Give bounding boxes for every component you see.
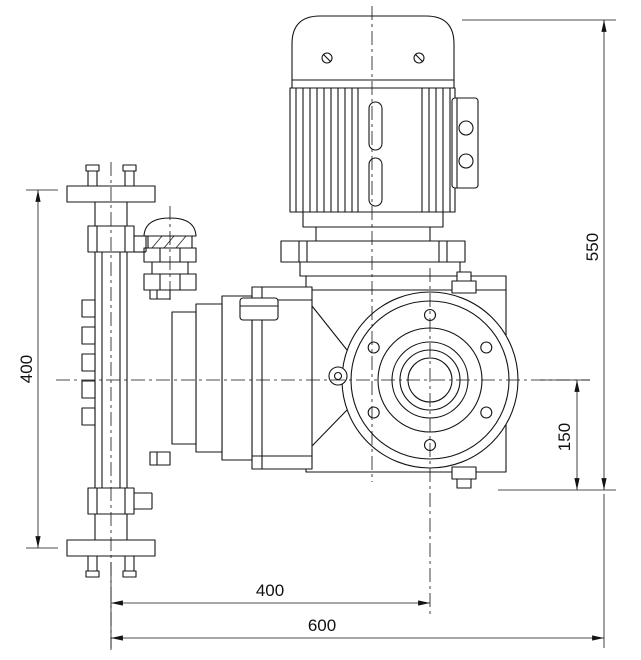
bottom-flange-stud-right bbox=[124, 555, 135, 572]
dim-label-axis-offset: 400 bbox=[256, 581, 284, 600]
pipe-clamp-tab-4 bbox=[81, 380, 96, 399]
motor-vent-slot-bottom bbox=[368, 157, 383, 207]
dimension-left-height: 400 bbox=[17, 189, 58, 549]
terminal-box bbox=[451, 97, 479, 189]
dimensions: 400 550 150 400 600 bbox=[17, 19, 616, 648]
motor-adapter-plate bbox=[299, 261, 461, 277]
terminal-box-bolt-top bbox=[458, 120, 474, 136]
motor bbox=[280, 15, 479, 277]
flange-clamp-bolt-bottom-head bbox=[456, 478, 472, 489]
dosing-head bbox=[149, 285, 313, 470]
top-flange-stud-left bbox=[87, 170, 98, 187]
pipe-clamp-tab-2 bbox=[81, 326, 96, 345]
bottom-flange-stud-head-right bbox=[122, 570, 137, 578]
dim-label-axis-height: 150 bbox=[555, 423, 574, 451]
top-flange-stud-right bbox=[124, 170, 135, 187]
bottom-flange-stud-left bbox=[87, 555, 98, 572]
motor-base-lower bbox=[315, 226, 431, 242]
dim-label-left-height: 400 bbox=[17, 355, 36, 383]
head-plate-2 bbox=[195, 303, 223, 453]
dimension-overall-width: 600 bbox=[111, 494, 605, 648]
housing-top-plug bbox=[239, 297, 279, 321]
bottom-flange-stud-head-left bbox=[85, 570, 100, 578]
motor-mounting-plate bbox=[280, 240, 466, 263]
pipe-clamp-tab-1 bbox=[81, 299, 96, 318]
head-tie-rod-nut-bottom bbox=[149, 451, 171, 466]
top-flange-stud-head-right bbox=[122, 164, 137, 172]
pipe-clamp-tab-5 bbox=[81, 407, 96, 426]
flange-clamp-bolt-bottom bbox=[451, 466, 477, 480]
suction-valve-assembly bbox=[143, 217, 197, 291]
pipe-clamp-tab-3 bbox=[81, 353, 96, 372]
motor-fan-cover bbox=[291, 15, 455, 89]
head-plate-1 bbox=[221, 295, 253, 461]
flange-bolts bbox=[367, 308, 493, 452]
dimension-overall-height: 550 bbox=[462, 19, 616, 491]
terminal-box-bolt-bottom bbox=[458, 153, 474, 169]
fan-cover-screws bbox=[321, 52, 425, 64]
dim-label-overall-height: 550 bbox=[583, 233, 602, 261]
sight-glass bbox=[328, 366, 348, 386]
motor-cooling-fins bbox=[295, 88, 451, 212]
dimension-axis-offset: 400 bbox=[110, 562, 430, 648]
motor-vent-slot-top bbox=[368, 101, 383, 151]
top-flange-stud-head-left bbox=[85, 164, 100, 172]
flange-clamp-bolt-top bbox=[451, 280, 477, 294]
motor-base-upper bbox=[302, 211, 444, 228]
head-cover bbox=[171, 311, 197, 445]
dimension-axis-height: 150 bbox=[540, 379, 590, 490]
dim-label-overall-width: 600 bbox=[308, 616, 336, 635]
flange-clamp-bolt-top-head bbox=[456, 271, 472, 282]
